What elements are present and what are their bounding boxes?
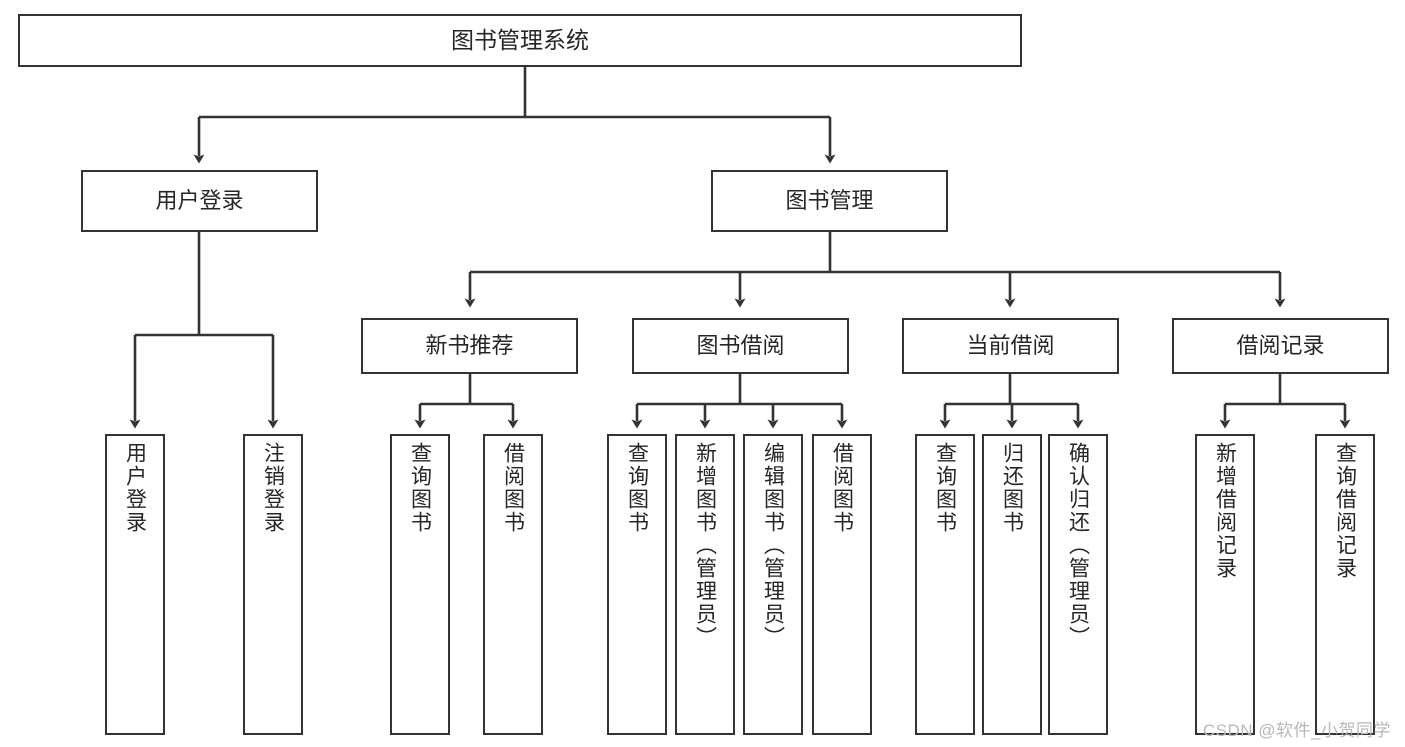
node-add-borrow-record-label: 新增借阅记录 <box>1213 442 1237 580</box>
node-query-book-2-label: 查询图书 <box>625 442 649 534</box>
node-new-book-recommend[interactable]: 新书推荐 <box>361 318 578 374</box>
node-borrow-book-2[interactable]: 借阅图书 <box>812 434 872 735</box>
node-query-book-3[interactable]: 查询图书 <box>915 434 975 735</box>
node-book-borrow-label: 图书借阅 <box>696 333 785 359</box>
node-return-book-label: 归还图书 <box>1000 442 1024 534</box>
node-borrow-record-label: 借阅记录 <box>1236 333 1325 359</box>
node-user-login-action[interactable]: 用户登录 <box>105 434 165 735</box>
node-add-book-admin-label: 新增图书（管理员） <box>693 442 717 649</box>
node-borrow-book-1-label: 借阅图书 <box>501 442 525 534</box>
node-user-logout-action-label: 注销登录 <box>261 442 285 534</box>
node-current-borrow-label: 当前借阅 <box>966 333 1055 359</box>
node-edit-book-admin[interactable]: 编辑图书（管理员） <box>743 434 803 735</box>
node-confirm-return-admin[interactable]: 确认归还（管理员） <box>1048 434 1108 735</box>
node-user-login-action-label: 用户登录 <box>123 442 147 534</box>
node-return-book[interactable]: 归还图书 <box>982 434 1042 735</box>
node-current-borrow[interactable]: 当前借阅 <box>902 318 1119 374</box>
node-user-login-label: 用户登录 <box>155 188 244 214</box>
node-add-book-admin[interactable]: 新增图书（管理员） <box>675 434 735 735</box>
node-query-book-1-label: 查询图书 <box>408 442 432 534</box>
node-book-borrow[interactable]: 图书借阅 <box>632 318 849 374</box>
node-edit-book-admin-label: 编辑图书（管理员） <box>761 442 785 649</box>
node-borrow-book-2-label: 借阅图书 <box>830 442 854 534</box>
node-book-management[interactable]: 图书管理 <box>711 170 948 232</box>
node-new-book-recommend-label: 新书推荐 <box>425 333 514 359</box>
node-add-borrow-record[interactable]: 新增借阅记录 <box>1195 434 1255 735</box>
node-confirm-return-admin-label: 确认归还（管理员） <box>1066 442 1090 649</box>
node-root[interactable]: 图书管理系统 <box>18 14 1022 67</box>
node-user-login[interactable]: 用户登录 <box>81 170 318 232</box>
node-borrow-book-1[interactable]: 借阅图书 <box>483 434 543 735</box>
watermark: CSDN @软件_小贺同学 <box>1202 721 1391 740</box>
node-query-borrow-record-label: 查询借阅记录 <box>1333 442 1357 580</box>
node-root-label: 图书管理系统 <box>451 26 589 53</box>
node-query-borrow-record[interactable]: 查询借阅记录 <box>1315 434 1375 735</box>
node-user-logout-action[interactable]: 注销登录 <box>243 434 303 735</box>
node-query-book-1[interactable]: 查询图书 <box>390 434 450 735</box>
node-borrow-record[interactable]: 借阅记录 <box>1172 318 1389 374</box>
node-query-book-2[interactable]: 查询图书 <box>607 434 667 735</box>
node-book-management-label: 图书管理 <box>785 188 874 214</box>
node-query-book-3-label: 查询图书 <box>933 442 957 534</box>
